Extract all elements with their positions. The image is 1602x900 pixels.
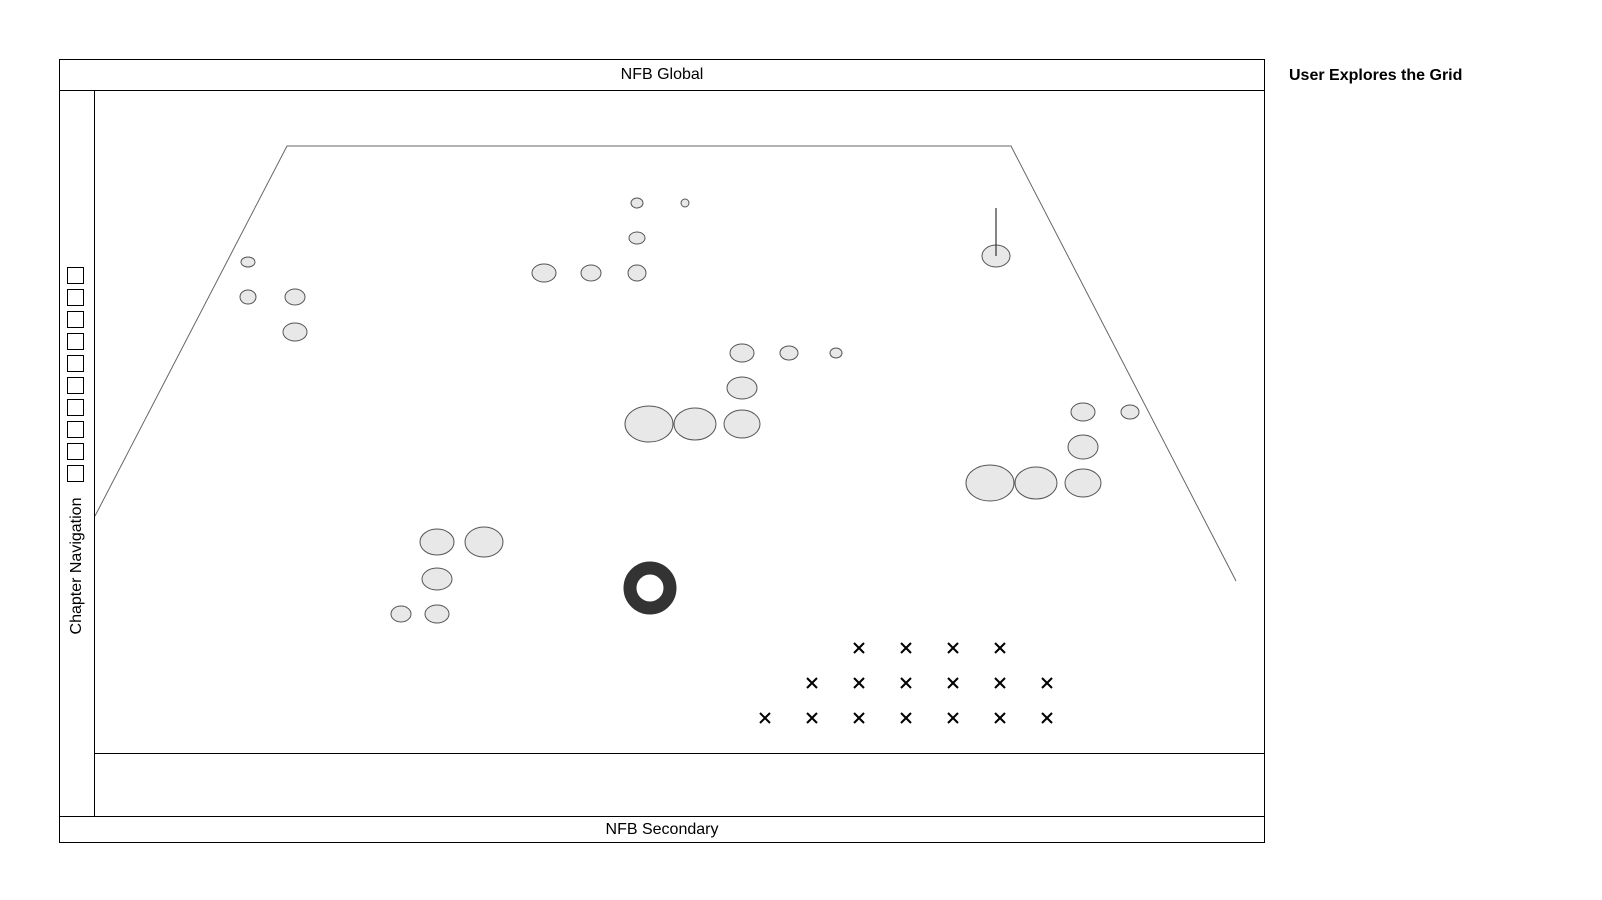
cross-marker[interactable]	[900, 677, 912, 689]
cross-marker[interactable]	[900, 712, 912, 724]
grid-node[interactable]	[723, 409, 761, 439]
perspective-grid[interactable]	[95, 91, 1265, 799]
chapter-box[interactable]	[67, 289, 84, 306]
grid-node[interactable]	[627, 264, 647, 282]
grid-node[interactable]	[1014, 466, 1058, 500]
chapter-box[interactable]	[67, 421, 84, 438]
chapter-box[interactable]	[67, 443, 84, 460]
grid-node[interactable]	[673, 407, 717, 441]
chapter-box[interactable]	[67, 465, 84, 482]
grid-node[interactable]	[240, 256, 256, 268]
cross-marker[interactable]	[853, 677, 865, 689]
cross-marker[interactable]	[947, 677, 959, 689]
cross-marker[interactable]	[806, 712, 818, 724]
grid-crosses	[759, 642, 1053, 724]
grid-node[interactable]	[729, 343, 755, 363]
grid-node[interactable]	[282, 322, 308, 342]
grid-node[interactable]	[580, 264, 602, 282]
cross-marker[interactable]	[947, 712, 959, 724]
bottom-panel	[95, 753, 1264, 816]
cross-marker[interactable]	[1041, 712, 1053, 724]
secondary-nav-bar[interactable]: NFB Secondary	[60, 816, 1264, 842]
grid-node[interactable]	[1070, 402, 1096, 422]
global-nav-label: NFB Global	[620, 66, 704, 83]
grid-node[interactable]	[284, 288, 306, 306]
chapter-box[interactable]	[67, 311, 84, 328]
grid-node[interactable]	[239, 289, 257, 305]
cross-marker[interactable]	[994, 712, 1006, 724]
grid-node[interactable]	[531, 263, 557, 283]
grid-node[interactable]	[726, 376, 758, 400]
chapter-box[interactable]	[67, 267, 84, 284]
cross-marker[interactable]	[900, 642, 912, 654]
grid-node[interactable]	[421, 567, 453, 591]
cross-marker[interactable]	[759, 712, 771, 724]
grid-node[interactable]	[624, 405, 674, 443]
grid-node[interactable]	[965, 464, 1015, 502]
grid-node[interactable]	[1064, 468, 1102, 498]
grid-node[interactable]	[424, 604, 450, 624]
grid-node[interactable]	[829, 347, 843, 359]
user-position-marker[interactable]	[623, 561, 677, 615]
grid-node[interactable]	[419, 528, 455, 556]
grid-node[interactable]	[680, 198, 690, 208]
cross-marker[interactable]	[853, 712, 865, 724]
chapter-box[interactable]	[67, 377, 84, 394]
grid-node[interactable]	[1120, 404, 1140, 420]
cross-marker[interactable]	[853, 642, 865, 654]
cross-marker[interactable]	[1041, 677, 1053, 689]
global-nav-bar[interactable]: NFB Global	[60, 60, 1264, 91]
grid-node[interactable]	[390, 605, 412, 623]
chapter-box[interactable]	[67, 355, 84, 372]
chapter-box[interactable]	[67, 333, 84, 350]
scenario-title: User Explores the Grid	[1289, 67, 1463, 84]
chapter-list	[67, 267, 87, 487]
chapter-navigation-label: Chapter Navigation	[68, 497, 85, 635]
grid-outline	[95, 145, 1237, 582]
secondary-nav-label: NFB Secondary	[605, 820, 719, 838]
grid-nodes	[239, 197, 1140, 624]
cross-marker[interactable]	[806, 677, 818, 689]
grid-node[interactable]	[464, 526, 504, 558]
grid-node[interactable]	[779, 345, 799, 361]
prototype-frame: NFB Global Chapter Navigation NFB Second…	[59, 59, 1265, 843]
grid-node[interactable]	[630, 197, 644, 209]
chapter-box[interactable]	[67, 399, 84, 416]
cross-marker[interactable]	[994, 677, 1006, 689]
grid-node[interactable]	[1067, 434, 1099, 460]
cross-marker[interactable]	[947, 642, 959, 654]
grid-stage[interactable]	[95, 91, 1264, 816]
grid-node[interactable]	[628, 231, 646, 245]
chapter-navigation: Chapter Navigation	[60, 91, 95, 816]
cross-marker[interactable]	[994, 642, 1006, 654]
